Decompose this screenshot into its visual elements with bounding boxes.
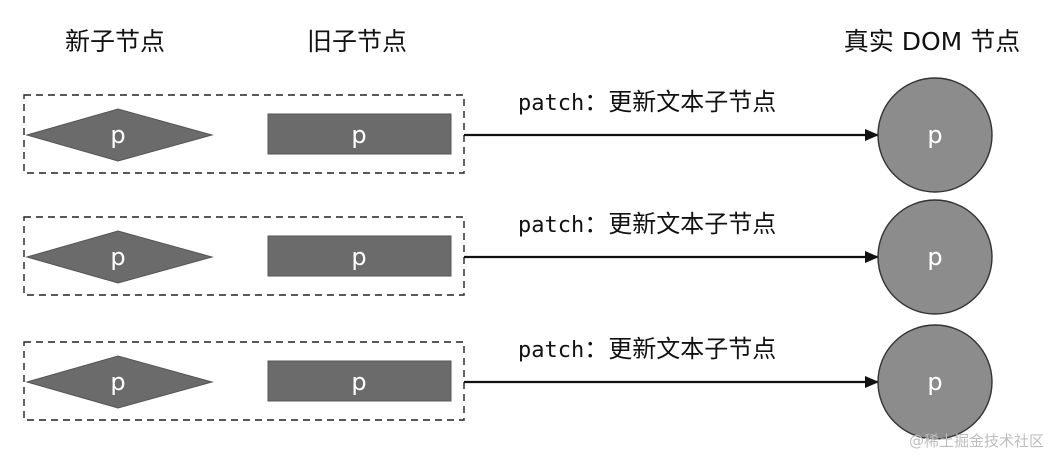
patch-row: p p patch：更新文本子节点 p <box>23 77 993 193</box>
real-dom-node <box>877 77 993 193</box>
old-vnode-label: p <box>351 243 366 271</box>
real-dom-node-label: p <box>927 121 942 149</box>
patch-description: ：更新文本子节点 <box>584 210 776 238</box>
new-vnode-label: p <box>110 121 125 149</box>
new-vnode-label: p <box>110 368 125 396</box>
patch-label: patch：更新文本子节点 <box>518 210 776 238</box>
patch-label: patch：更新文本子节点 <box>518 335 776 363</box>
old-vnode-label: p <box>351 121 366 149</box>
vnode-pair-box <box>23 216 465 296</box>
patch-function-name: patch <box>518 213 584 238</box>
real-dom-node-label: p <box>927 243 942 271</box>
old-vnode-shape <box>267 360 452 402</box>
new-vnode-label: p <box>110 243 125 271</box>
patch-function-name: patch <box>518 338 584 363</box>
old-vnode-shape <box>267 235 452 277</box>
old-children-header: 旧子节点 <box>307 27 407 56</box>
old-vnode-shape <box>267 113 452 155</box>
new-vnode-shape <box>25 355 214 409</box>
new-vnode-shape <box>25 230 214 284</box>
patch-description: ：更新文本子节点 <box>584 335 776 363</box>
vnode-pair-box <box>23 341 465 421</box>
old-vnode-label: p <box>351 368 366 396</box>
vnode-pair-box <box>23 94 465 174</box>
real-dom-node <box>877 324 993 440</box>
patch-function-name: patch <box>518 91 584 116</box>
patch-row: p p patch：更新文本子节点 p <box>23 199 993 315</box>
real-dom-header: 真实 DOM 节点 <box>844 27 1020 56</box>
real-dom-node <box>877 199 993 315</box>
patch-description: ：更新文本子节点 <box>584 88 776 116</box>
patch-row: p p patch：更新文本子节点 p <box>23 324 993 440</box>
real-dom-node-label: p <box>927 368 942 396</box>
new-children-header: 新子节点 <box>65 27 165 56</box>
new-vnode-shape <box>25 108 214 162</box>
watermark: @稀土掘金技术社区 <box>909 432 1044 450</box>
patch-label: patch：更新文本子节点 <box>518 88 776 116</box>
